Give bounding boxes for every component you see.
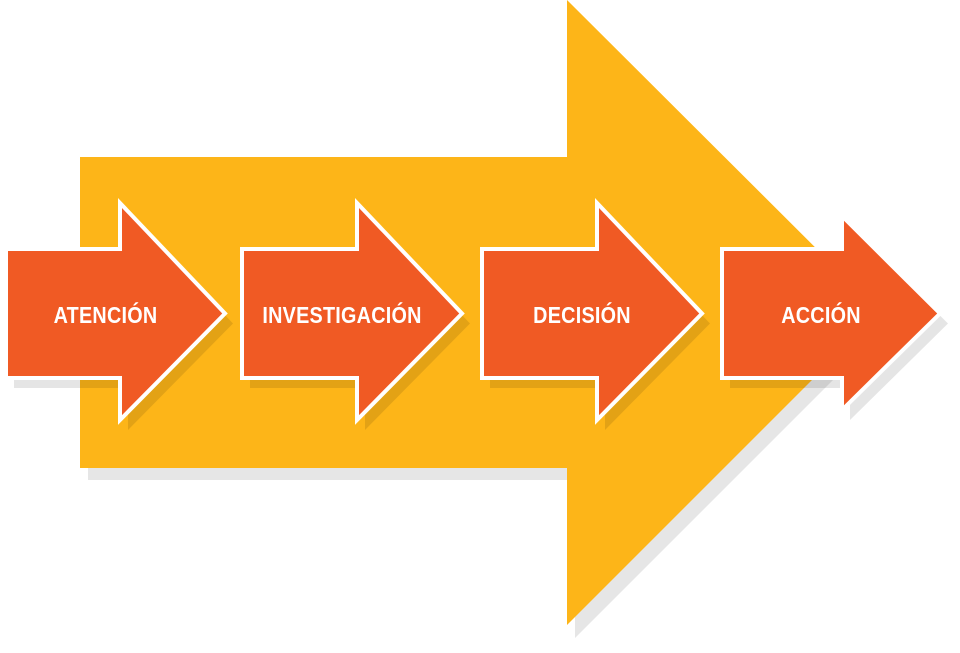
step-arrow-shape — [720, 211, 943, 415]
step-arrow-1: ATENCIÓN — [4, 197, 233, 430]
step-arrow-3: DECISIÓN — [480, 197, 710, 430]
step-label: DECISIÓN — [533, 302, 631, 329]
step-label: ATENCIÓN — [54, 302, 158, 329]
step-arrow-4: ACCIÓN — [720, 211, 948, 420]
step-arrow-shape — [240, 197, 465, 425]
step-label: INVESTIGACIÓN — [262, 302, 421, 329]
step-arrow-2: INVESTIGACIÓN — [240, 197, 470, 430]
step-arrow-shape — [480, 197, 705, 425]
step-arrow-shape — [4, 197, 228, 425]
step-label: ACCIÓN — [781, 302, 861, 329]
